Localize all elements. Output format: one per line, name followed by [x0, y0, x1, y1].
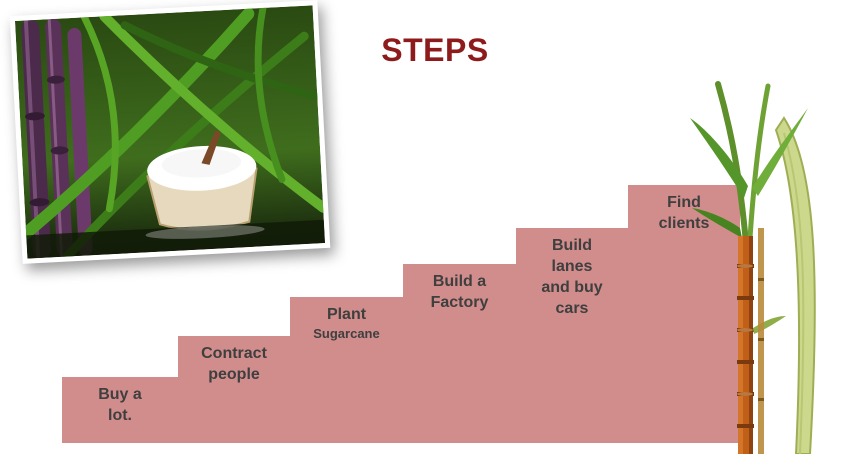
- page-title: STEPS: [381, 32, 489, 68]
- step-label-line: lot.: [108, 407, 132, 424]
- step-label: Buy a lot.: [62, 377, 178, 426]
- step-label: Contract people: [178, 336, 290, 385]
- step-label-line: and buy: [541, 279, 603, 296]
- step-label: Plant Sugarcane: [290, 297, 403, 343]
- step-label: Build a Factory: [403, 264, 516, 313]
- sugarcane-illustration-svg: [690, 81, 816, 454]
- step-label-line: Find: [667, 194, 701, 211]
- step-find-clients: Find clients: [628, 185, 740, 443]
- step-label-line: lanes: [551, 258, 593, 275]
- step-label-line: Build a: [432, 273, 487, 290]
- step-label-line: people: [208, 366, 260, 383]
- step-plant-sugarcane: Plant Sugarcane: [290, 297, 403, 443]
- step-label-line: Buy a: [98, 386, 142, 403]
- step-label-line: cars: [555, 300, 589, 317]
- step-label-line: clients: [658, 215, 710, 232]
- sugarcane-illustration: [688, 78, 845, 454]
- step-label-line: Build: [552, 237, 592, 254]
- step-build-a-factory: Build a Factory: [403, 264, 516, 443]
- sugarcane-photo: [9, 0, 331, 264]
- step-build-lanes-and-buy-cars: Build lanes and buy cars: [516, 228, 628, 443]
- step-buy-a-lot: Buy a lot.: [62, 377, 178, 443]
- step-label: Find clients: [628, 185, 740, 234]
- step-label: Build lanes and buy cars: [516, 228, 628, 319]
- sugarcane-photo-svg: [14, 5, 326, 259]
- step-label-line: Sugarcane: [313, 326, 380, 341]
- step-contract-people: Contract people: [178, 336, 290, 443]
- step-label-line: Plant: [326, 306, 367, 323]
- step-label-line: Contract: [201, 345, 267, 362]
- step-label-line: Factory: [430, 294, 489, 311]
